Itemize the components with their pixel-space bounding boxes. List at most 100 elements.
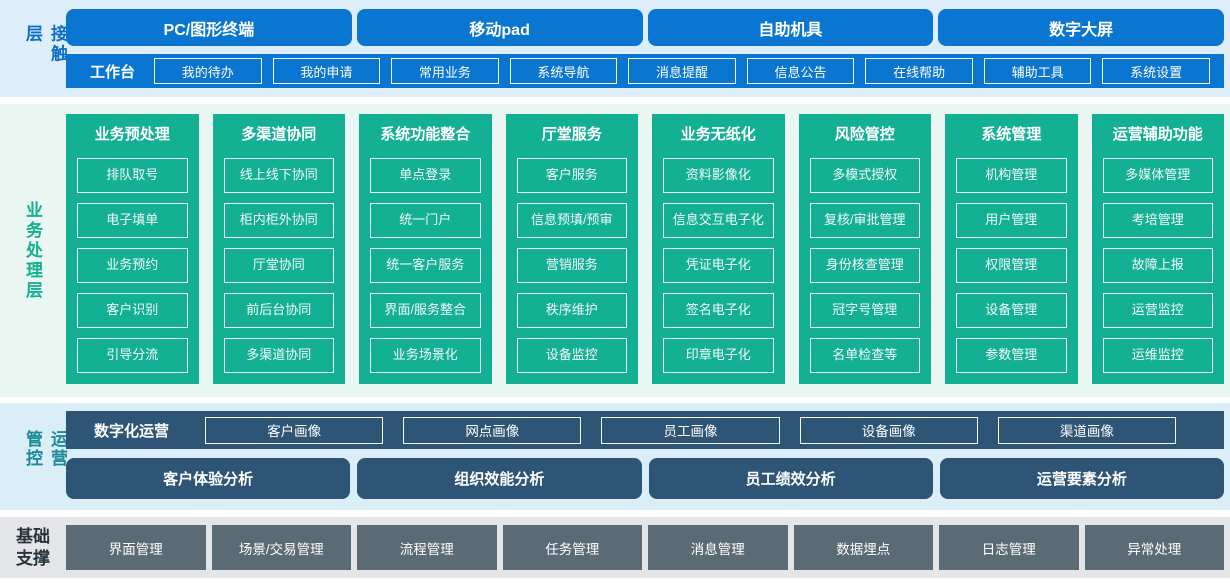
business-column-title: 业务预处理	[94, 126, 170, 143]
business-column: 运营辅助功能多媒体管理考培管理故障上报运营监控运维监控	[1091, 114, 1224, 384]
business-item[interactable]: 多媒体管理	[1102, 158, 1213, 193]
analysis-button[interactable]: 组织效能分析	[357, 458, 642, 499]
foundation-button[interactable]: 异常处理	[1084, 525, 1224, 570]
business-item[interactable]: 参数管理	[956, 338, 1067, 373]
business-item[interactable]: 印章电子化	[663, 338, 774, 373]
workbench-item[interactable]: 常用业务	[391, 58, 499, 84]
business-item[interactable]: 统一客户服务	[370, 248, 481, 283]
terminal-button[interactable]: 移动pad	[356, 9, 643, 46]
business-item[interactable]: 电子填单	[77, 203, 188, 238]
business-item[interactable]: 考培管理	[1102, 203, 1213, 238]
analysis-button[interactable]: 员工绩效分析	[648, 458, 933, 499]
business-item[interactable]: 冠字号管理	[809, 293, 920, 328]
terminal-button[interactable]: 自助机具	[647, 9, 934, 46]
portrait-item[interactable]: 员工画像	[601, 416, 780, 444]
business-item[interactable]: 柜内柜外协同	[223, 203, 334, 238]
analysis-row: 客户体验分析组织效能分析员工绩效分析运营要素分析	[66, 458, 1224, 499]
business-item[interactable]: 复核/审批管理	[809, 203, 920, 238]
terminal-button[interactable]: 数字大屏	[938, 9, 1224, 46]
foundation-button[interactable]: 流程管理	[357, 525, 497, 570]
business-column: 业务预处理排队取号电子填单业务预约客户识别引导分流	[66, 114, 199, 384]
business-item[interactable]: 秩序维护	[516, 293, 627, 328]
business-column-title: 运营辅助功能	[1112, 126, 1203, 143]
business-column-title: 系统管理	[981, 126, 1042, 143]
digital-operations-label: 数字化运营	[94, 422, 170, 440]
portrait-item[interactable]: 客户画像	[205, 416, 384, 444]
business-columns: 业务预处理排队取号电子填单业务预约客户识别引导分流多渠道协同线上线下协同柜内柜外…	[66, 114, 1224, 384]
business-item[interactable]: 权限管理	[956, 248, 1067, 283]
business-item[interactable]: 排队取号	[77, 158, 188, 193]
business-item[interactable]: 名单检查等	[809, 338, 920, 373]
foundation-button[interactable]: 消息管理	[648, 525, 788, 570]
analysis-button[interactable]: 客户体验分析	[66, 458, 351, 499]
foundation-items: 界面管理场景/交易管理流程管理任务管理消息管理数据埋点日志管理异常处理	[66, 525, 1224, 570]
foundation-button[interactable]: 场景/交易管理	[211, 525, 351, 570]
business-item[interactable]: 用户管理	[956, 203, 1067, 238]
terminal-button[interactable]: PC/图形终端	[66, 9, 352, 46]
foundation-button[interactable]: 任务管理	[502, 525, 642, 570]
business-item[interactable]: 故障上报	[1102, 248, 1213, 283]
operations-layer-label: 运营管控	[23, 429, 67, 468]
business-item[interactable]: 界面/服务整合	[370, 293, 481, 328]
foundation-button[interactable]: 界面管理	[66, 525, 206, 570]
business-item[interactable]: 签名电子化	[663, 293, 774, 328]
business-item[interactable]: 客户识别	[77, 293, 188, 328]
workbench-item[interactable]: 信息公告	[746, 58, 855, 84]
business-item[interactable]: 信息交互电子化	[663, 203, 774, 238]
business-column-title: 业务无纸化	[680, 126, 756, 143]
workbench-item[interactable]: 系统设置	[1102, 58, 1210, 84]
business-item[interactable]: 前后台协同	[223, 293, 334, 328]
portrait-item[interactable]: 渠道画像	[997, 416, 1177, 444]
business-item[interactable]: 引导分流	[77, 338, 188, 373]
analysis-button[interactable]: 运营要素分析	[939, 458, 1224, 499]
business-column: 系统管理机构管理用户管理权限管理设备管理参数管理	[945, 114, 1078, 384]
digital-operations-bar: 数字化运营 客户画像网点画像员工画像设备画像渠道画像	[66, 411, 1224, 449]
business-item[interactable]: 机构管理	[956, 158, 1067, 193]
business-layer-label: 业务处理层	[23, 200, 42, 301]
portrait-item[interactable]: 网点画像	[403, 416, 582, 444]
business-item[interactable]: 厅堂协同	[223, 248, 334, 283]
business-item[interactable]: 业务预约	[77, 248, 188, 283]
business-item[interactable]: 客户服务	[516, 158, 627, 193]
business-column: 业务无纸化资料影像化信息交互电子化凭证电子化签名电子化印章电子化	[652, 114, 785, 384]
business-column: 多渠道协同线上线下协同柜内柜外协同厅堂协同前后台协同多渠道协同	[212, 114, 345, 384]
business-column-title: 多渠道协同	[241, 126, 317, 143]
business-item[interactable]: 多渠道协同	[223, 338, 334, 373]
business-column-title: 厅堂服务	[541, 126, 602, 143]
foundation-button[interactable]: 数据埋点	[793, 525, 933, 570]
business-column: 系统功能整合单点登录统一门户统一客户服务界面/服务整合业务场景化	[359, 114, 492, 384]
business-item[interactable]: 统一门户	[370, 203, 481, 238]
business-layer-band: 业务处理层 业务预处理排队取号电子填单业务预约客户识别引导分流多渠道协同线上线下…	[0, 104, 1230, 397]
workbench-item[interactable]: 消息提醒	[628, 58, 736, 84]
business-item[interactable]: 身份核查管理	[809, 248, 920, 283]
business-item[interactable]: 设备管理	[956, 293, 1067, 328]
business-item[interactable]: 凭证电子化	[663, 248, 774, 283]
workbench-item[interactable]: 在线帮助	[865, 58, 973, 84]
portrait-item[interactable]: 设备画像	[799, 416, 978, 444]
business-column: 风险管控多模式授权复核/审批管理身份核查管理冠字号管理名单检查等	[798, 114, 931, 384]
workbench-item[interactable]: 我的待办	[154, 58, 262, 84]
operations-layer-band: 运营管控 数字化运营 客户画像网点画像员工画像设备画像渠道画像 客户体验分析组织…	[0, 403, 1230, 510]
workbench-bar: 工作台 我的待办我的申请常用业务系统导航消息提醒信息公告在线帮助辅助工具系统设置	[66, 54, 1224, 88]
business-column: 厅堂服务客户服务信息预填/预审营销服务秩序维护设备监控	[505, 114, 638, 384]
business-item[interactable]: 运营监控	[1102, 293, 1213, 328]
business-item[interactable]: 单点登录	[370, 158, 481, 193]
workbench-item[interactable]: 我的申请	[272, 58, 381, 84]
contact-layer-label: 接触层	[23, 24, 67, 65]
workbench-item[interactable]: 辅助工具	[983, 58, 1092, 84]
business-item[interactable]: 多模式授权	[809, 158, 920, 193]
business-item[interactable]: 设备监控	[516, 338, 627, 373]
workbench-item[interactable]: 系统导航	[509, 58, 618, 84]
business-item[interactable]: 运维监控	[1102, 338, 1213, 373]
business-item[interactable]: 信息预填/预审	[516, 203, 627, 238]
foundation-layer-band: 基础支撑 界面管理场景/交易管理流程管理任务管理消息管理数据埋点日志管理异常处理	[0, 517, 1230, 578]
foundation-layer-label: 基础支撑	[16, 526, 50, 568]
foundation-button[interactable]: 日志管理	[939, 525, 1079, 570]
business-item[interactable]: 业务场景化	[370, 338, 481, 373]
business-item[interactable]: 资料影像化	[663, 158, 774, 193]
business-item[interactable]: 线上线下协同	[223, 158, 334, 193]
business-item[interactable]: 营销服务	[516, 248, 627, 283]
workbench-label: 工作台	[90, 63, 136, 81]
